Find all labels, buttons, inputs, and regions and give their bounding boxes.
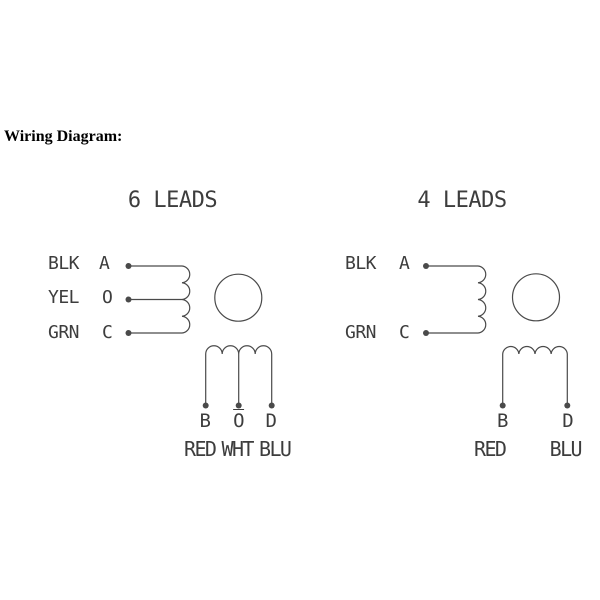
four-leads-wire-label-grn: GRN [345,322,377,343]
six-leads-heading: 6 LEADS [127,188,218,213]
six-leads-terminal-label-d: D [265,410,277,432]
six-leads-terminal-dot-d [268,402,275,409]
six-leads-wire-label-grn: GRN [48,322,80,343]
six-leads-wire-label-yel: YEL [48,287,80,308]
four-leads-terminal-dot-d [564,402,571,409]
six-leads-wire-label-wht: WHT [221,437,255,461]
four-leads-terminal-dot-a [423,263,429,269]
four-leads-rotor-circle [511,273,561,322]
four-leads-phase-winding-bd [502,346,568,405]
six-leads-terminal-label-o: O [102,287,113,308]
six-leads-wire-label-red: RED [184,437,217,461]
six-leads-terminal-dot-o [125,296,132,303]
four-leads-terminal-dot-c [423,330,429,336]
six-leads-wire-label-blu: BLU [259,437,292,461]
six-leads-terminal-dot-b [202,402,209,409]
six-leads-terminal-dot-a [125,263,132,269]
page-title: Wiring Diagram: [4,128,123,145]
four-leads-terminal-label-d: D [562,410,574,432]
four-leads-terminal-label-c: C [399,322,410,343]
six-leads-terminal-dot-o2 [235,402,242,409]
four-leads-wire-label-blu: BLU [549,437,583,461]
six-leads-terminal-dot-c [125,330,132,336]
four-leads-heading: 4 LEADS [417,188,507,213]
four-leads-terminal-dot-b [499,402,506,409]
four-leads-wire-label-blk: BLK [345,253,377,274]
six-leads-wire-label-blk: BLK [48,253,80,274]
four-leads-wire-label-red: RED [474,437,507,461]
four-leads-terminal-label-b: B [497,410,508,432]
six-leads-terminal-label-c: C [102,322,113,343]
six-leads-terminal-label-a: A [99,253,110,274]
six-leads-rotor-circle [214,273,263,322]
six-leads-terminal-label-b: B [199,410,211,432]
six-leads-terminal-label-o-bar: O [233,410,245,432]
four-leads-terminal-label-a: A [399,253,410,274]
four-leads-phase-winding-ac [426,265,487,334]
